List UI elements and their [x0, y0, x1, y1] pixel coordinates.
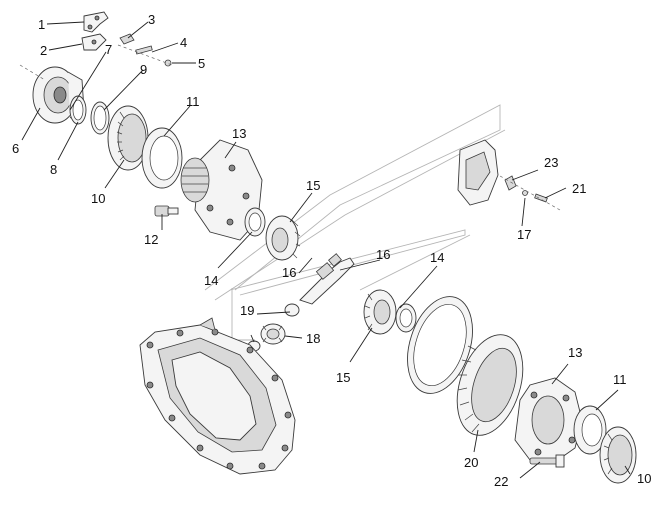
part-thrust-washer-14-upper: [244, 207, 266, 237]
part-pin-17: [522, 190, 528, 196]
callout-15-upper: 15: [306, 178, 320, 193]
part-ring-gear-20: [456, 334, 524, 436]
callout-7: 7: [105, 42, 112, 57]
part-ring-8: [69, 95, 87, 125]
part-clip-23: [504, 175, 517, 191]
callout-12: 12: [144, 232, 158, 247]
callout-22: 22: [494, 474, 508, 489]
part-race-11-lower: [573, 405, 607, 455]
callout-21: 21: [572, 181, 586, 196]
callout-5: 5: [198, 56, 205, 71]
callout-labels: 1 2 3 4 5 6 7 8 9 10 11 12 13 14 15 16 1…: [12, 12, 651, 489]
part-housing-13-lower: [514, 377, 583, 463]
callout-14-upper: 14: [204, 273, 218, 288]
part-flange-6: [32, 66, 85, 124]
part-screw-21: [534, 193, 548, 203]
callout-4: 4: [180, 35, 187, 50]
callout-8: 8: [50, 162, 57, 177]
callout-13-upper: 13: [232, 126, 246, 141]
part-bolt-5: [164, 59, 172, 67]
part-pinion-16b: [284, 303, 300, 317]
part-bolt-12: [154, 205, 179, 217]
callout-16-left: 16: [282, 265, 296, 280]
part-bearing-10-lower: [599, 426, 637, 484]
part-side-gear-15-lower: [363, 289, 397, 335]
callout-17: 17: [517, 227, 531, 242]
callout-10-lower: 10: [637, 471, 651, 486]
callout-18: 18: [306, 331, 320, 346]
part-shim-ring: [407, 296, 473, 394]
callout-6: 6: [12, 141, 19, 156]
part-main-housing: [139, 317, 296, 475]
part-pin-4: [135, 45, 153, 55]
part-pinion-gear-18: [260, 323, 286, 345]
part-housing-13-upper: [180, 139, 263, 241]
part-thrust-washer-14-lower: [395, 303, 417, 333]
callout-20: 20: [464, 455, 478, 470]
callout-3: 3: [148, 12, 155, 27]
callout-15-lower: 15: [336, 370, 350, 385]
callout-14-lower: 14: [430, 250, 444, 265]
callout-10-upper: 10: [91, 191, 105, 206]
callout-13-lower: 13: [568, 345, 582, 360]
part-bolt-22: [529, 454, 565, 468]
part-bracket-upper-right: [457, 139, 499, 206]
leader-lines: [21, 21, 631, 479]
part-clip-3: [119, 33, 135, 45]
part-ring-9: [90, 101, 110, 135]
part-spider-16: [299, 253, 355, 305]
part-side-gear-15-upper: [265, 215, 301, 261]
part-bracket-2: [81, 33, 107, 51]
callout-16-right: 16: [376, 247, 390, 262]
part-bearing-10-upper: [107, 105, 149, 171]
callout-19: 19: [240, 303, 254, 318]
part-race-11-upper: [141, 127, 183, 189]
part-bracket-1: [83, 11, 109, 33]
callout-1: 1: [38, 17, 45, 32]
callout-11-lower: 11: [613, 372, 627, 387]
callout-11-upper: 11: [186, 94, 200, 109]
callout-9: 9: [140, 62, 147, 77]
callout-23: 23: [544, 155, 558, 170]
callout-2: 2: [40, 43, 47, 58]
